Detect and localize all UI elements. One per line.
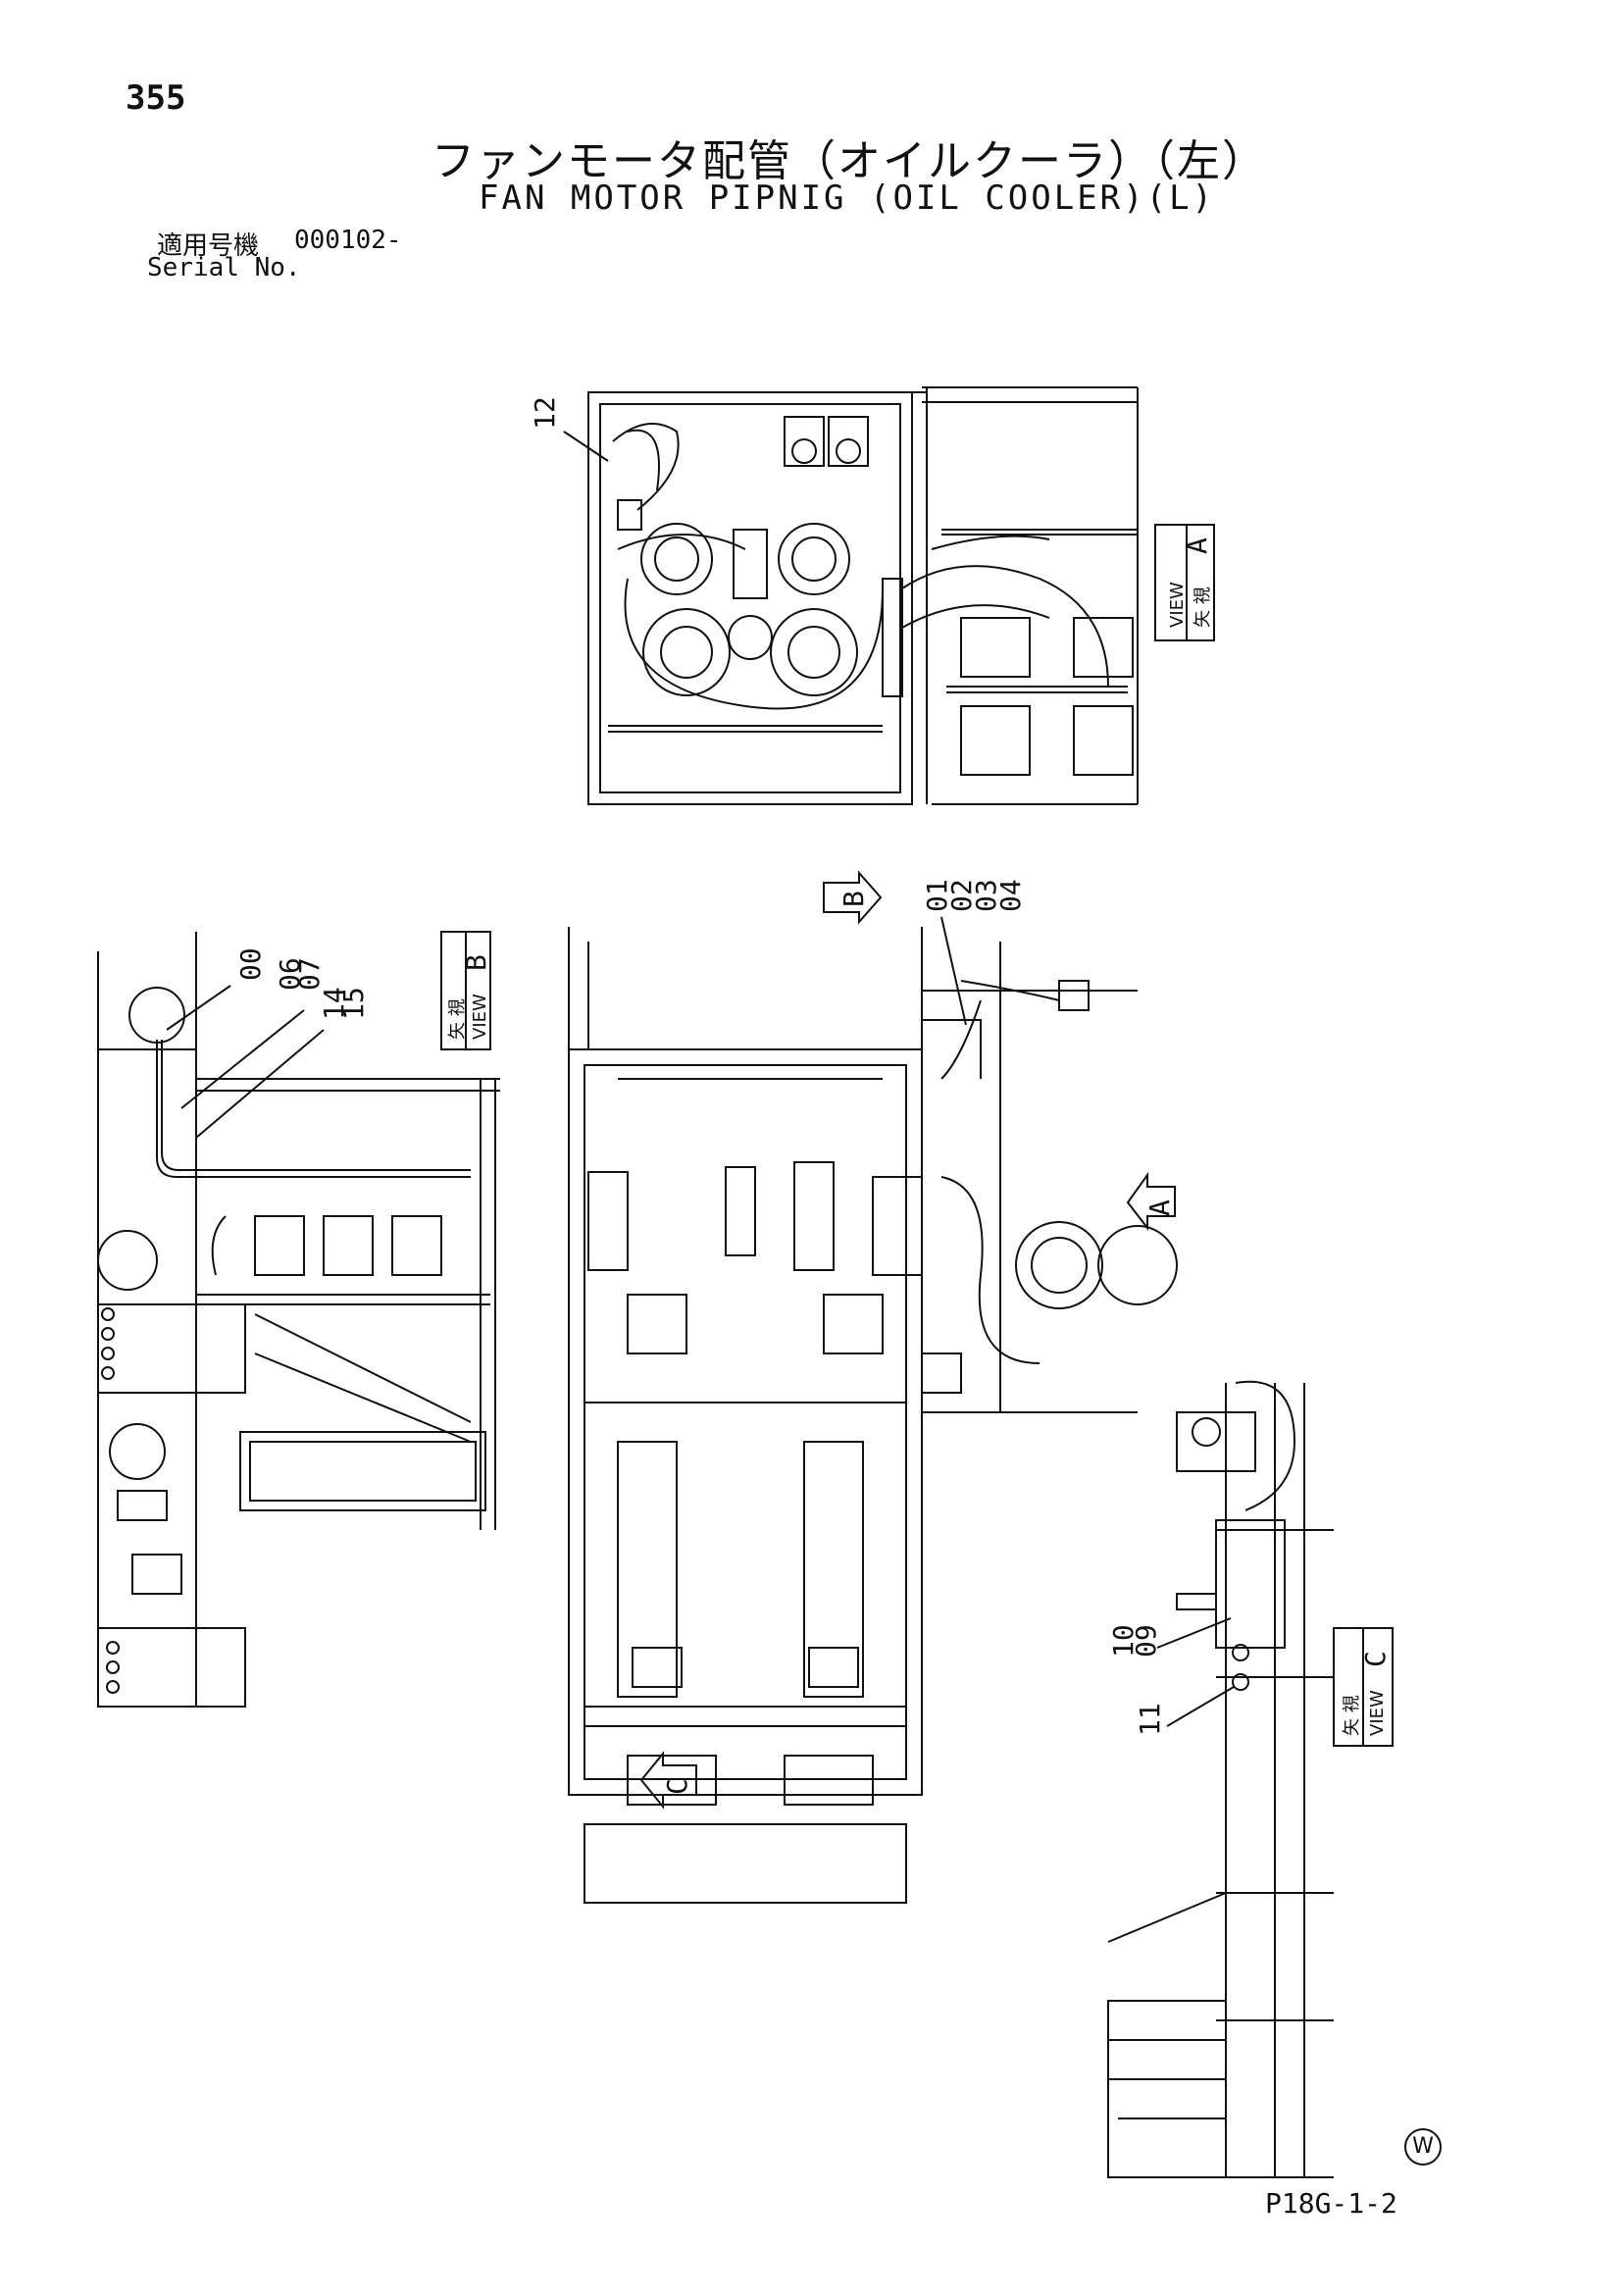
arrow-b [823,870,883,925]
part-label-10: 10 [1107,1624,1140,1658]
center-main-view [568,927,1178,1904]
view-a-jp: 矢 視 [1193,587,1213,628]
part-label-11: 11 [1134,1703,1166,1736]
part-label-06: 06 [274,957,306,991]
leader-line-06-07 [180,1009,305,1109]
part-label-09: 09 [1130,1624,1162,1658]
arrow-c-letter: C [661,1778,693,1795]
drawing-code: P18G-1-2 [1265,2187,1397,2219]
view-a-box [1154,524,1215,641]
leader-line-00 [166,985,231,1031]
view-c-drawing [1107,1380,1334,2178]
title-english: FAN MOTOR PIPNIG (OIL COOLER)(L) [479,179,1216,218]
arrow-c [639,1751,697,1810]
page-number: 355 [126,78,186,118]
arrow-a-letter: A [1143,1199,1176,1216]
part-label-12: 12 [529,396,561,430]
view-b-drawing [97,932,500,1708]
view-c-en: VIEW [1367,1690,1388,1736]
leader-line-01-04 [940,916,967,1026]
leader-line-10-09 [1156,1617,1232,1649]
part-label-14: 14 [318,987,350,1020]
part-label-15: 15 [337,987,370,1020]
watermark-circle-w: W [1404,2128,1442,2166]
leader-line-11 [1166,1686,1235,1727]
view-c-jp: 矢 視 [1342,1695,1362,1736]
part-label-02: 02 [945,879,978,912]
part-label-00: 00 [234,947,267,981]
view-a-letter: A [1181,537,1213,554]
arrow-a [1126,1171,1176,1231]
view-a-en: VIEW [1167,582,1188,628]
view-a-drawing [587,386,1139,805]
view-b-en: VIEW [470,994,490,1040]
serial-label-japanese: 適用号機 [157,231,260,261]
leader-line-14-15 [195,1029,325,1139]
view-c-letter: C [1359,1651,1392,1667]
title-japanese: ファンモータ配管（オイルクーラ）（左） [431,136,1267,186]
view-b-jp: 矢 視 [447,998,468,1040]
view-b-letter: B [460,954,492,971]
part-label-01: 01 [921,879,953,912]
part-label-04: 04 [994,879,1027,912]
arrow-b-letter: B [837,891,870,907]
serial-number: 000102- [294,226,402,255]
part-label-03: 03 [970,879,1002,912]
part-label-07: 07 [293,957,326,991]
serial-label-english: Serial No. [147,253,301,282]
leader-line-12 [563,431,609,462]
